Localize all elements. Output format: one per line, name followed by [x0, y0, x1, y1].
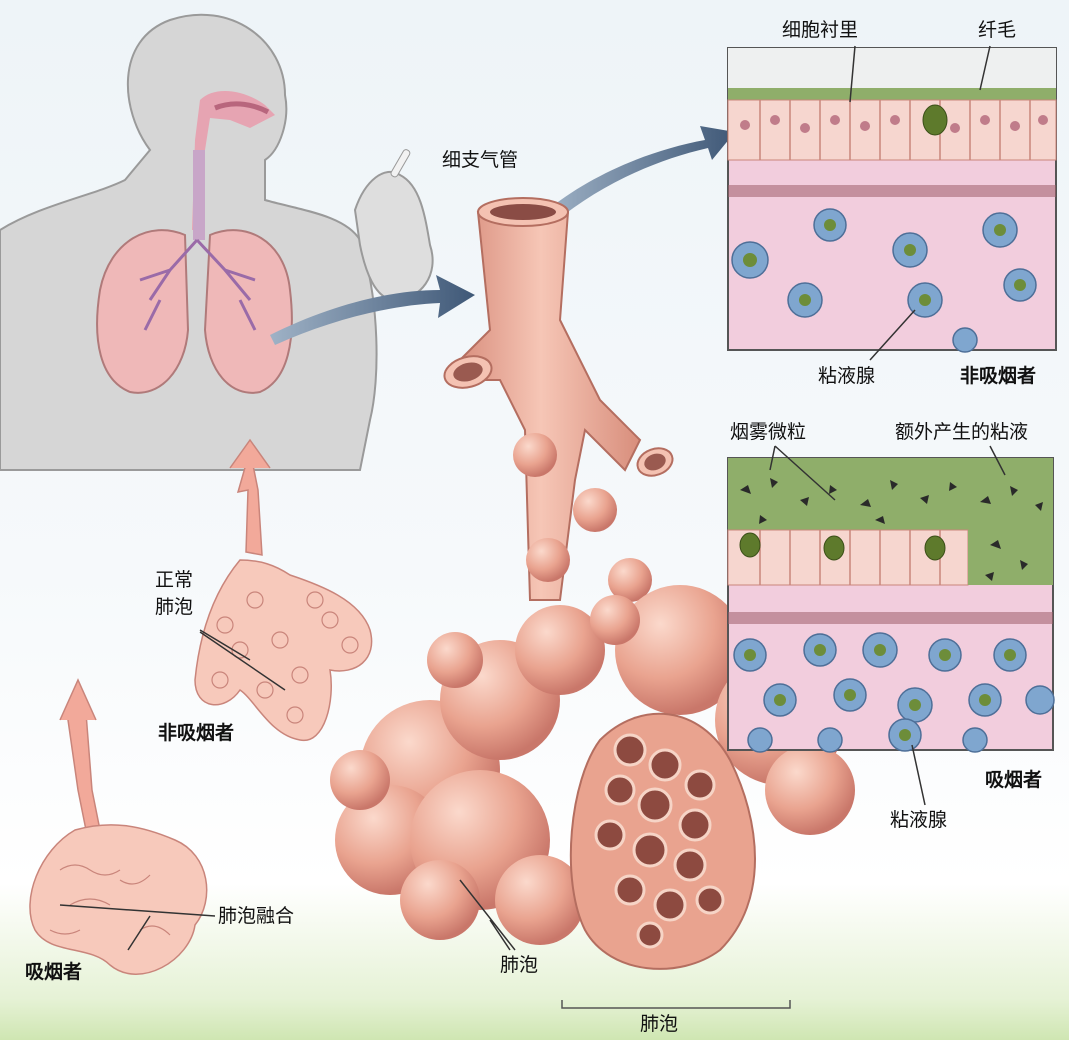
- normal-alveoli-drawing: [195, 440, 372, 740]
- bronchiole-label: 细支气管: [442, 150, 518, 172]
- smoke-particles-label: 烟雾微粒: [730, 422, 806, 444]
- nonsmoker-left-label: 非吸烟者: [158, 723, 234, 745]
- tissue-panel-nonsmoker: [728, 46, 1056, 360]
- cilia-label: 纤毛: [978, 20, 1016, 42]
- human-figure: [0, 15, 433, 470]
- mucous-gland-bottom-label: 粘液腺: [890, 810, 947, 832]
- mucous-gland-top-label: 粘液腺: [818, 366, 875, 388]
- nonsmoker-top-label: 非吸烟者: [960, 366, 1036, 388]
- alveoli-bottom-label: 肺泡: [640, 1014, 678, 1036]
- smoker-left-label: 吸烟者: [25, 962, 82, 984]
- alveoli-bracket: [562, 1000, 790, 1008]
- smoker-right-label: 吸烟者: [985, 770, 1042, 792]
- normal-alveoli-label-line2: 肺泡: [155, 597, 193, 619]
- alveoli-center-label: 肺泡: [500, 955, 538, 977]
- normal-alveoli-label-line1: 正常: [155, 570, 193, 592]
- extra-mucus-label: 额外产生的粘液: [895, 422, 1028, 444]
- cell-lining-label: 细胞衬里: [782, 20, 858, 42]
- alveoli-fusion-label: 肺泡融合: [218, 906, 294, 928]
- arrow-to-tissue: [545, 126, 735, 222]
